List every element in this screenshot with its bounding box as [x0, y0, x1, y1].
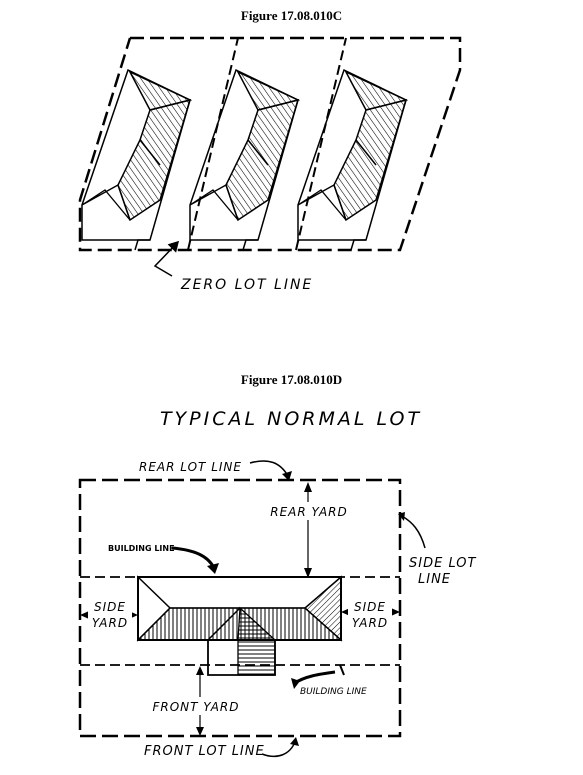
zero-lot-line-arrow: [153, 240, 180, 277]
arrowhead: [207, 563, 219, 574]
label-mask: [150, 697, 242, 715]
building-line-top-arrow: [171, 546, 216, 569]
lot-boundary-c: [78, 36, 462, 252]
figure-c-caption: Figure 17.08.010C: [240, 8, 343, 23]
house-roof-3: [297, 68, 409, 251]
rear-yard-label: REAR YARD: [270, 505, 347, 519]
label-mask: [130, 458, 250, 476]
front-yard-label: FRONT YARD: [153, 700, 240, 714]
building-line-bottom-arrow: [292, 670, 336, 686]
house-roof-plan: [136, 575, 343, 676]
figure-d-caption: Figure 17.08.010D: [240, 372, 343, 387]
label-mask: [266, 502, 352, 520]
house-roof-1: [81, 68, 193, 251]
arrowhead: [290, 737, 299, 746]
front-lot-line-label: FRONT LOT LINE: [144, 744, 265, 759]
arrowhead: [291, 678, 300, 689]
side-lot-line-label-2: LINE: [418, 572, 451, 587]
label-mask: [138, 741, 278, 761]
building-line-bottom-label: BUILDING LINE: [300, 687, 367, 697]
figure-d-typical-normal-lot: TYPICAL NORMAL LOT REAR YARD: [78, 408, 477, 761]
label-mask: [348, 598, 392, 632]
house-roof-2: [189, 68, 301, 251]
arrowhead: [398, 512, 405, 521]
rear-lot-line-label: REAR LOT LINE: [139, 460, 242, 474]
building-line-top-label: BUILDING LINE: [108, 544, 175, 553]
side-yard-right-label-1: SIDE: [354, 600, 386, 614]
figure-d-heading: TYPICAL NORMAL LOT: [160, 408, 422, 430]
label-mask: [88, 597, 132, 631]
lot-divider: [187, 37, 239, 251]
lot-boundary-d: [78, 478, 402, 738]
side-yard-right-label-2: YARD: [352, 616, 388, 630]
rear-yard-arrowheads: [304, 482, 312, 578]
lot-divider: [295, 37, 347, 251]
figure-c-zero-lot-line-diagram: ZERO LOT LINE: [78, 36, 462, 293]
side-lot-line-arrow: [401, 515, 426, 549]
side-yard-left-label-1: SIDE: [94, 600, 126, 614]
side-lot-line-label-1: SIDE LOT: [409, 556, 477, 571]
arrowhead: [282, 471, 292, 481]
zero-lot-line-label: ZERO LOT LINE: [180, 277, 313, 293]
front-lot-line-arrow: [261, 741, 296, 758]
building-line-bottom-tick: [339, 664, 345, 676]
rear-lot-line-arrow: [249, 460, 289, 477]
side-yard-left-label-2: YARD: [92, 616, 128, 630]
